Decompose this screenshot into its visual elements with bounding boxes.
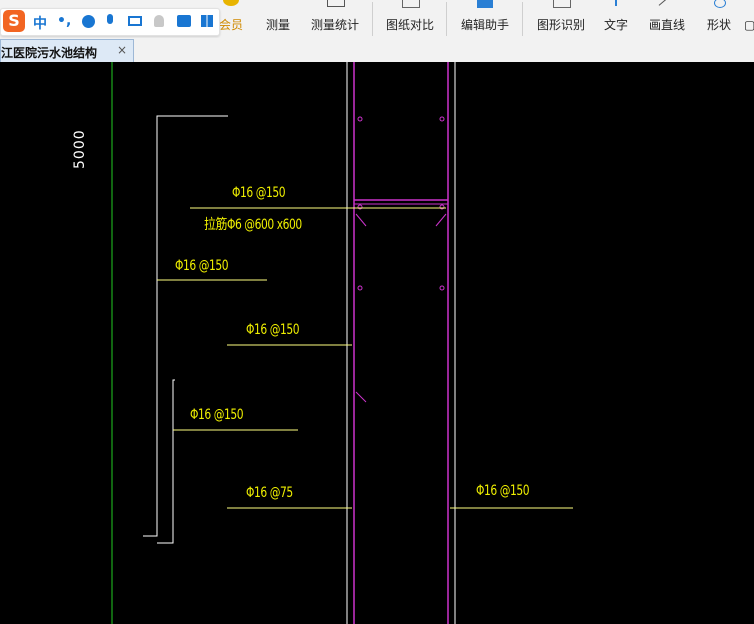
- line-tool-label: 画直线: [648, 18, 685, 32]
- apps-icon[interactable]: [201, 15, 213, 27]
- vip-button[interactable]: 会员: [214, 0, 248, 38]
- measure-stats-icon: [327, 0, 345, 7]
- text-tool-button[interactable]: 文字: [598, 0, 634, 38]
- measure-stats-label: 测量统计: [310, 18, 359, 32]
- tie-hook: [355, 213, 367, 227]
- rebar-label: Φ16 @150: [190, 407, 244, 423]
- line-tool-icon: [658, 0, 676, 11]
- dimension-label: 5000: [72, 129, 88, 169]
- shape-tool-label: 形状: [706, 18, 731, 32]
- ime-lang-toggle[interactable]: 中: [33, 16, 47, 32]
- vip-label: 会员: [218, 18, 243, 32]
- toolbar-divider: [446, 2, 447, 36]
- document-tab-bar: 江医院污水池结构 ×: [0, 38, 754, 63]
- measure-stats-button[interactable]: 测量统计: [306, 0, 364, 38]
- shape-recognition-label: 图形识别: [536, 18, 585, 32]
- drawing-svg: [111, 62, 573, 624]
- drawing-canvas[interactable]: 5000 Φ16 @150 拉筋Φ6 @600 x600 Φ16 @150 Φ1…: [0, 62, 754, 624]
- user-icon[interactable]: [154, 15, 164, 27]
- rebar-label: Φ16 @150: [476, 483, 530, 499]
- rebar-dot: [439, 204, 445, 210]
- shape-recognition-button[interactable]: 图形识别: [530, 0, 592, 38]
- ime-punct-toggle[interactable]: •,: [57, 13, 72, 29]
- toolbar-divider: [522, 2, 523, 36]
- text-tool-icon: [615, 0, 617, 6]
- rebar-label: Φ16 @150: [232, 185, 286, 201]
- document-tab-title: 江医院污水池结构: [1, 46, 98, 60]
- rebar-dot: [439, 285, 445, 291]
- compare-label: 图纸对比: [385, 18, 434, 32]
- shape-tool-icon: [714, 0, 726, 8]
- tie-label: 拉筋Φ6 @600 x600: [204, 217, 302, 233]
- text-tool-label: 文字: [603, 18, 628, 32]
- rebar-dot: [357, 204, 363, 210]
- emoji-icon[interactable]: [82, 15, 95, 28]
- tie-hook: [355, 391, 367, 403]
- sogou-logo[interactable]: S: [3, 10, 25, 32]
- compare-icon: [402, 0, 420, 8]
- rebar-label: Φ16 @75: [246, 485, 293, 501]
- edit-helper-button[interactable]: 编辑助手: [454, 0, 516, 38]
- compare-button[interactable]: 图纸对比: [380, 0, 440, 38]
- measure-button[interactable]: 测量: [258, 0, 298, 38]
- rebar-dot: [357, 116, 363, 122]
- mic-icon[interactable]: [107, 14, 113, 24]
- rebar-label: Φ16 @150: [246, 322, 300, 338]
- document-tab[interactable]: 江医院污水池结构 ×: [0, 39, 134, 62]
- ime-toolbar: S 中 •,: [0, 8, 220, 36]
- shape-tool-button[interactable]: 形状: [700, 0, 738, 38]
- rebar-label: Φ16 @150: [175, 258, 229, 274]
- vip-icon: [223, 0, 239, 6]
- edit-helper-label: 编辑助手: [460, 18, 509, 32]
- toolbar-divider: [372, 2, 373, 36]
- keyboard-icon[interactable]: [128, 16, 142, 26]
- tie-hook: [435, 213, 447, 227]
- tab-close-icon[interactable]: ×: [116, 43, 127, 57]
- shirt-icon[interactable]: [177, 15, 191, 27]
- rebar-dot: [439, 116, 445, 122]
- line-tool-button[interactable]: 画直线: [644, 0, 690, 38]
- measure-label: 测量: [265, 18, 290, 32]
- more-tools-label: ▢: [744, 18, 754, 32]
- rebar-dot: [357, 285, 363, 291]
- rebar-bracket: [143, 115, 228, 537]
- rebar-bracket: [157, 379, 175, 544]
- shape-recognition-icon: [553, 0, 571, 8]
- edit-helper-icon: [477, 0, 493, 8]
- more-tools-button[interactable]: ▢: [744, 0, 754, 38]
